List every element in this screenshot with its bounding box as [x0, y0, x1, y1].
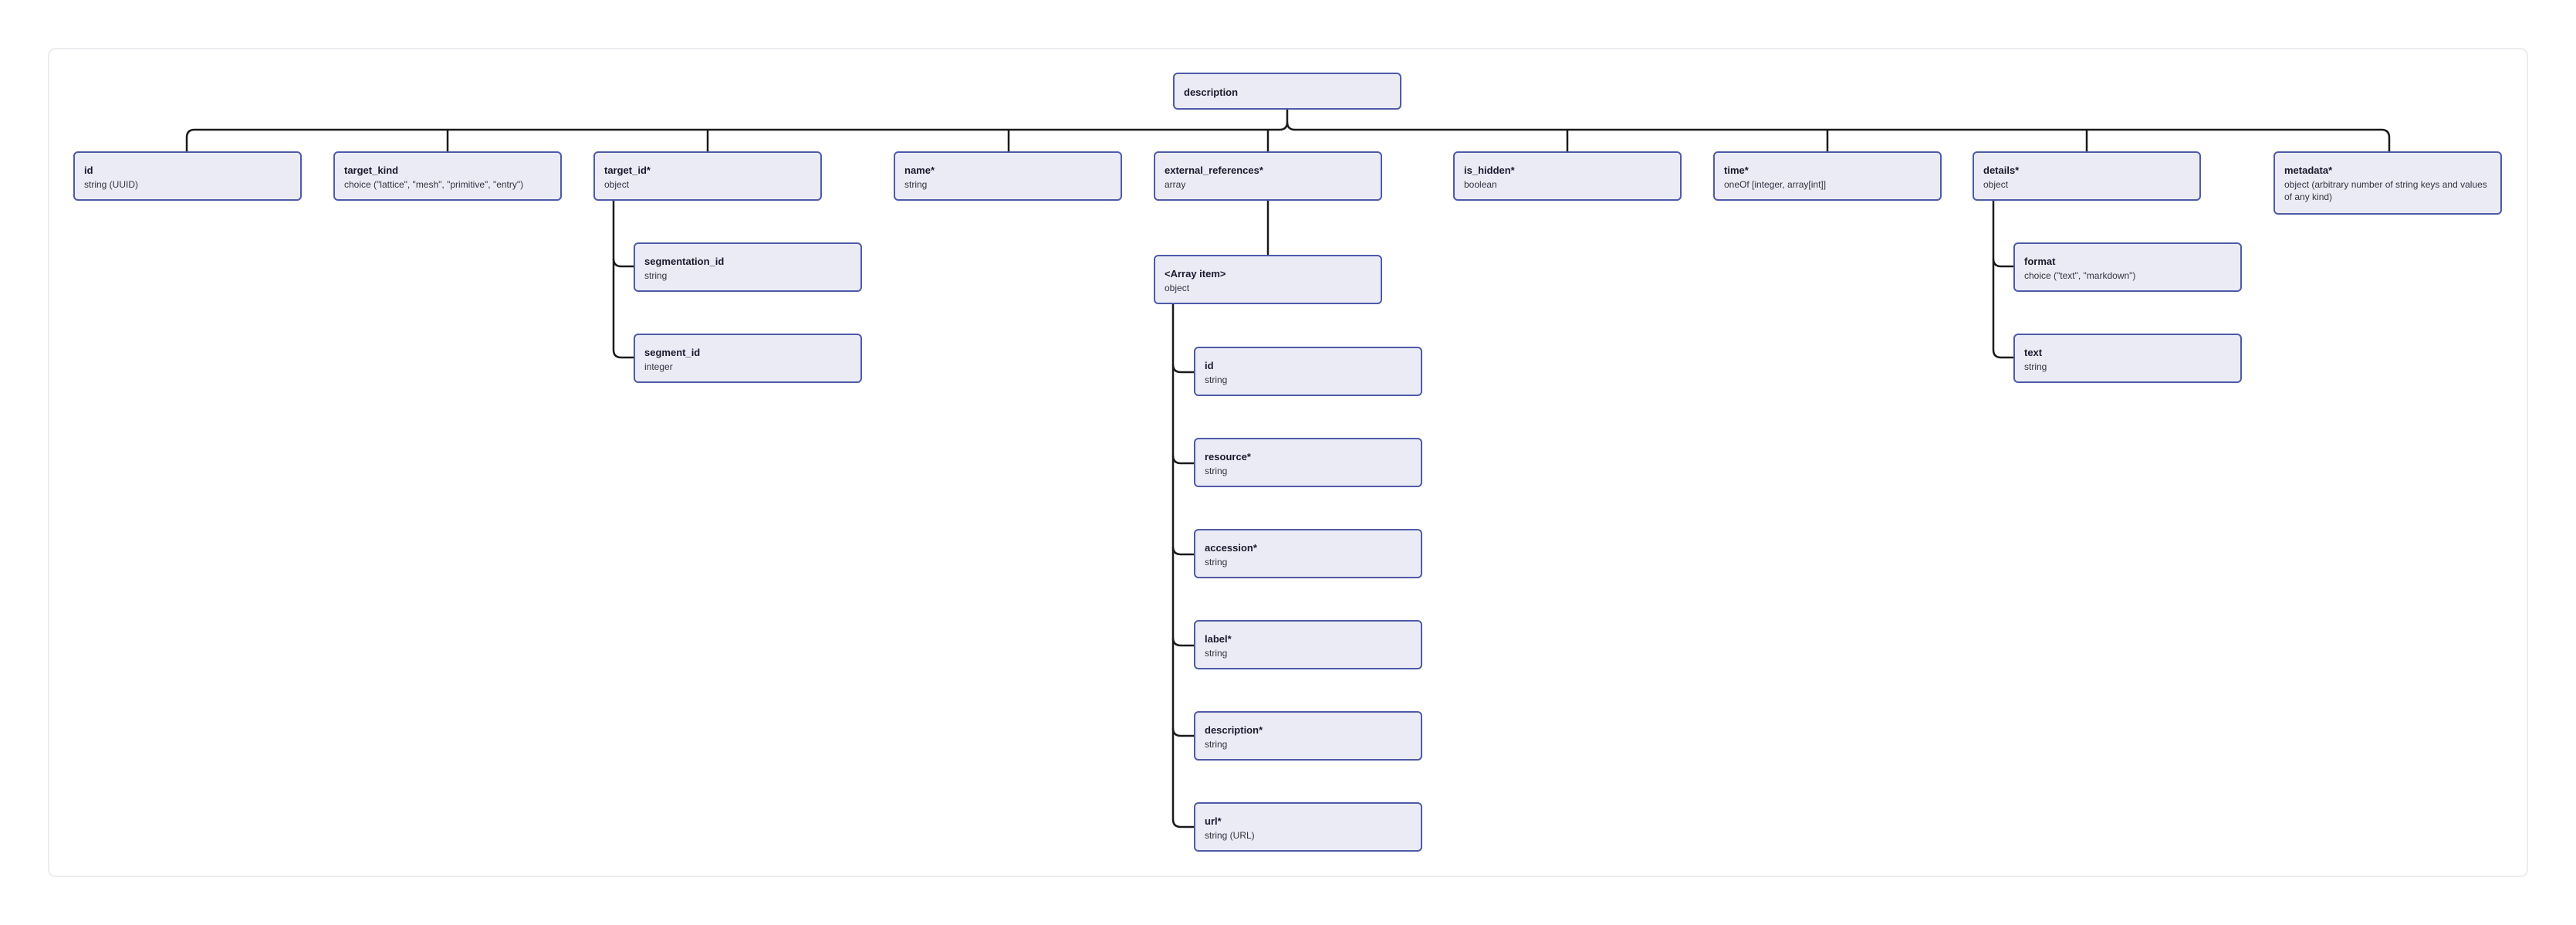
node-type: string: [1205, 739, 1228, 750]
node-ref-label[interactable]: label* string: [1194, 620, 1422, 669]
node-title: is_hidden*: [1464, 164, 1515, 176]
node-target-id[interactable]: target_id* object: [593, 151, 822, 201]
node-title: id: [84, 164, 93, 176]
node-ref-url[interactable]: url* string (URL): [1194, 802, 1422, 852]
node-title: accession*: [1205, 542, 1257, 554]
node-type: array: [1165, 179, 1186, 190]
node-type: choice ("text", "markdown"): [2024, 270, 2136, 281]
node-ref-description[interactable]: description* string: [1194, 711, 1422, 761]
node-type: string (UUID): [84, 179, 139, 190]
node-title: url*: [1205, 815, 1222, 827]
node-type: boolean: [1464, 179, 1497, 190]
node-title: <Array item>: [1165, 268, 1226, 280]
node-name[interactable]: name* string: [894, 151, 1122, 201]
node-type: integer: [644, 361, 673, 372]
node-title: description: [1184, 86, 1239, 98]
node-type: string: [644, 270, 668, 281]
node-ref-resource[interactable]: resource* string: [1194, 438, 1422, 487]
node-type: string: [2024, 361, 2047, 372]
node-time[interactable]: time* oneOf [integer, array[int]]: [1713, 151, 1942, 201]
node-id[interactable]: id string (UUID): [73, 151, 302, 201]
node-external-references[interactable]: external_references* array: [1154, 151, 1382, 201]
node-type: object: [1983, 179, 2009, 190]
node-title: segment_id: [644, 347, 701, 358]
node-title: resource*: [1205, 451, 1251, 462]
node-type: string: [1205, 557, 1228, 568]
node-type: string: [904, 179, 928, 190]
node-ref-accession[interactable]: accession* string: [1194, 529, 1422, 578]
node-title: name*: [904, 164, 935, 176]
node-ref-id[interactable]: id string: [1194, 347, 1422, 396]
node-title: segmentation_id: [644, 256, 725, 267]
node-type: object: [604, 179, 630, 190]
node-text[interactable]: text string: [2013, 334, 2242, 383]
node-is-hidden[interactable]: is_hidden* boolean: [1453, 151, 1682, 201]
node-title: time*: [1724, 164, 1749, 176]
node-title: target_kind: [344, 164, 399, 176]
node-type: string: [1205, 466, 1228, 476]
node-type: string: [1205, 648, 1228, 659]
node-segmentation-id[interactable]: segmentation_id string: [634, 242, 862, 292]
node-title: text: [2024, 347, 2043, 358]
node-details[interactable]: details* object: [1973, 151, 2201, 201]
node-title: metadata*: [2284, 164, 2333, 176]
node-type: string: [1205, 374, 1228, 385]
node-description-root[interactable]: description: [1173, 73, 1401, 110]
node-type: string (URL): [1205, 830, 1255, 841]
node-title: format: [2024, 256, 2056, 267]
node-type: choice ("lattice", "mesh", "primitive", …: [344, 179, 524, 190]
node-title: external_references*: [1165, 164, 1263, 176]
node-type: object (arbitrary number of string keys …: [2284, 179, 2487, 202]
node-title: details*: [1983, 164, 2020, 176]
node-array-item[interactable]: <Array item> object: [1154, 255, 1382, 304]
node-target-kind[interactable]: target_kind choice ("lattice", "mesh", "…: [333, 151, 562, 201]
node-title: id: [1205, 360, 1214, 371]
node-title: label*: [1205, 633, 1232, 645]
node-title: target_id*: [604, 164, 651, 176]
node-segment-id[interactable]: segment_id integer: [634, 334, 862, 383]
node-title: description*: [1205, 724, 1263, 736]
node-type: object: [1165, 283, 1190, 293]
node-type: oneOf [integer, array[int]]: [1724, 179, 1827, 190]
node-metadata[interactable]: metadata* object (arbitrary number of st…: [2273, 151, 2502, 215]
node-format[interactable]: format choice ("text", "markdown"): [2013, 242, 2242, 292]
